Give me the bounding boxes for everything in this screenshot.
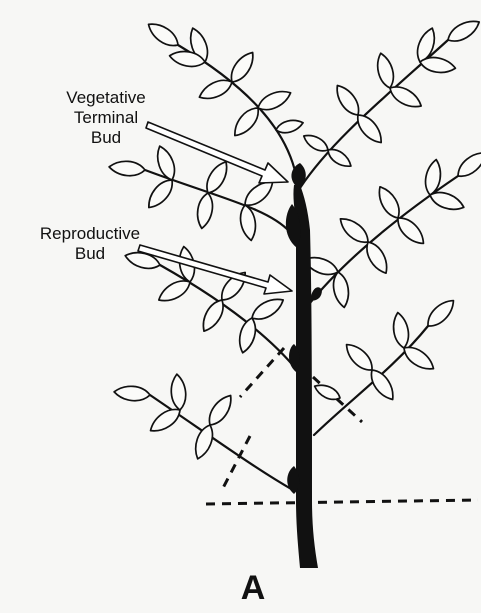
horizontal-cut-line: [206, 500, 478, 504]
reproductive-bud-label: Reproductive Bud: [0, 224, 180, 264]
label-line: Terminal: [26, 108, 186, 128]
label-line: Bud: [26, 128, 186, 148]
label-line: Bud: [0, 244, 180, 264]
cut-line-left-lower: [222, 436, 250, 490]
cut-line-left-middle: [240, 348, 284, 397]
label-line: Vegetative: [26, 88, 186, 108]
cut-lines: [206, 348, 478, 504]
stem-lower-right: [314, 326, 428, 435]
vegetative-terminal-bud-label: Vegetative Terminal Bud: [26, 88, 186, 148]
label-line: Reproductive: [0, 224, 180, 244]
bud-upper-right: [310, 287, 322, 300]
panel-letter: A: [228, 568, 278, 608]
